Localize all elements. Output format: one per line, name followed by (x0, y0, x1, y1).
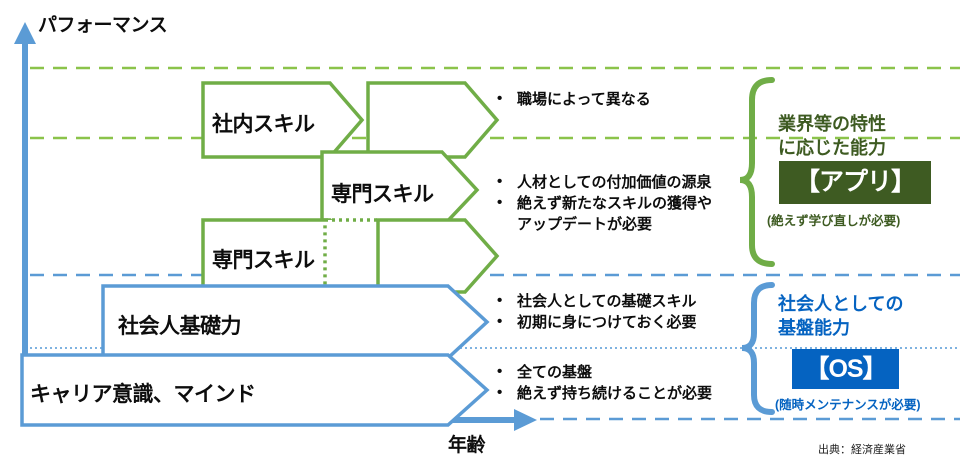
brace-lower-blue (741, 282, 775, 415)
tag-badge-app: 【アプリ】 (779, 161, 931, 204)
group-heading-lower-line2: 基盤能力 (778, 318, 850, 338)
x-axis-label: 年齢 (448, 435, 486, 456)
bullets-specialty-skill-upper: 人材としての付加価値の源泉 絶えず新たなスキルの獲得や アップデートが必要 (495, 171, 712, 235)
group-heading-upper-line2: に応じた能力 (778, 138, 886, 158)
bullet-item: 職場によって異なる (495, 88, 651, 110)
bullet-item: 全ての基盤 (495, 361, 712, 383)
bullet-item: 人材としての付加価値の源泉 (495, 171, 712, 193)
tag-badge-os: 【OS】 (792, 349, 899, 389)
y-axis-arrowhead (14, 22, 36, 44)
x-axis-arrowhead (514, 409, 537, 431)
note-upper: (絶えず学び直しが必要) (767, 214, 901, 228)
bullet-item: 初期に身につけておく必要 (495, 311, 697, 333)
chevron-label-career-mindset: キャリア意識、マインド (30, 383, 256, 406)
chevron-specialty-skill-lower-solid-2 (376, 218, 500, 294)
chevron-label-basic-workplace-skill: 社会人基礎力 (118, 315, 242, 338)
chevron-specialty-skill-lower-dotted (323, 218, 413, 294)
bullet-item: 絶えず新たなスキルの獲得や (495, 192, 712, 214)
group-heading-upper-line1: 業界等の特性 (778, 114, 886, 134)
chevron-label-specialty-skill-lower: 専門スキル (212, 249, 315, 272)
brace-upper-green (739, 77, 775, 267)
y-axis-label: パフォーマンス (38, 15, 168, 36)
bullets-basic-workplace-skill: 社会人としての基礎スキル 初期に身につけておく必要 (495, 290, 697, 333)
chevron-label-company-skill: 社内スキル (212, 113, 315, 136)
group-heading-lower-line1: 社会人としての (778, 294, 904, 314)
note-lower: (随時メンテナンスが必要) (775, 398, 921, 412)
bullet-item: 絶えず持ち続けることが必要 (495, 382, 712, 404)
bullet-item-continuation: アップデートが必要 (517, 216, 653, 233)
bullet-item: 社会人としての基礎スキル (495, 290, 697, 312)
group-heading-lower: 社会人としての 基盤能力 (778, 292, 903, 340)
bullets-company-skill: 職場によって異なる (495, 88, 651, 110)
source-attribution: 出典：経済産業省 (818, 444, 906, 456)
bullets-career-mindset: 全ての基盤 絶えず持ち続けることが必要 (495, 361, 712, 404)
chevron-company-skill-2 (366, 81, 500, 159)
chevron-label-specialty-skill-upper: 専門スキル (331, 183, 434, 206)
group-heading-upper: 業界等の特性 に応じた能力 (778, 112, 886, 160)
